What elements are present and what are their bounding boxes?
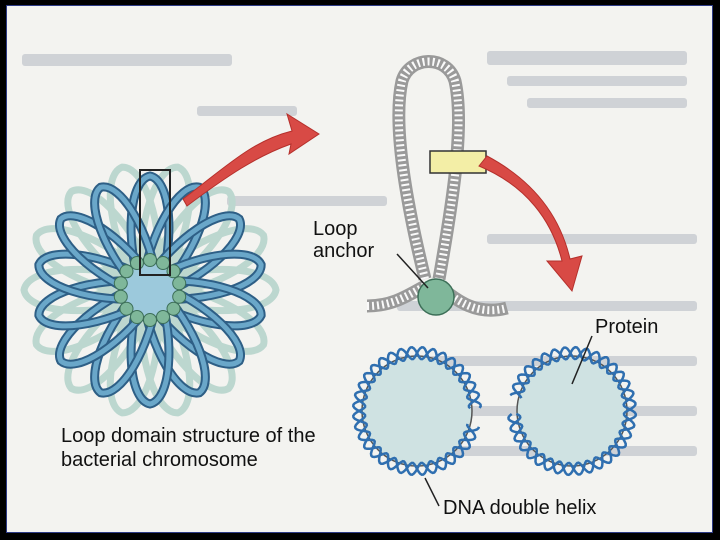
protein-disc-left [353,347,480,474]
anchor-bead [173,277,186,290]
anchor-bead [167,302,180,315]
anchor-bead [114,277,127,290]
anchor-bead [144,314,157,327]
protein-disc-right [509,347,636,475]
dna-double-helix-label: DNA double helix [443,497,596,519]
zoom-arrow [479,156,582,291]
anchor-bead [157,257,170,270]
anchor-bead [131,257,144,270]
anchor-bead [157,311,170,324]
loop-anchor-label: Loop anchor [313,218,393,262]
anchor-bead [144,254,157,267]
loop-anchor-protein [418,279,454,315]
anchor-bead [173,290,186,303]
protein-label: Protein [595,316,658,338]
highlight-box [430,151,486,173]
figure-caption: Loop domain structure of the bacterial c… [61,424,321,472]
single-loop [367,61,507,315]
dna-leader [425,478,439,506]
magnify-arrow [183,114,319,206]
anchor-bead [120,302,133,315]
anchor-bead [114,290,127,303]
anchor-bead [120,265,133,278]
anchor-bead [131,311,144,324]
textbook-figure: Loop anchor Protein DNA double helix Loo… [6,5,713,533]
